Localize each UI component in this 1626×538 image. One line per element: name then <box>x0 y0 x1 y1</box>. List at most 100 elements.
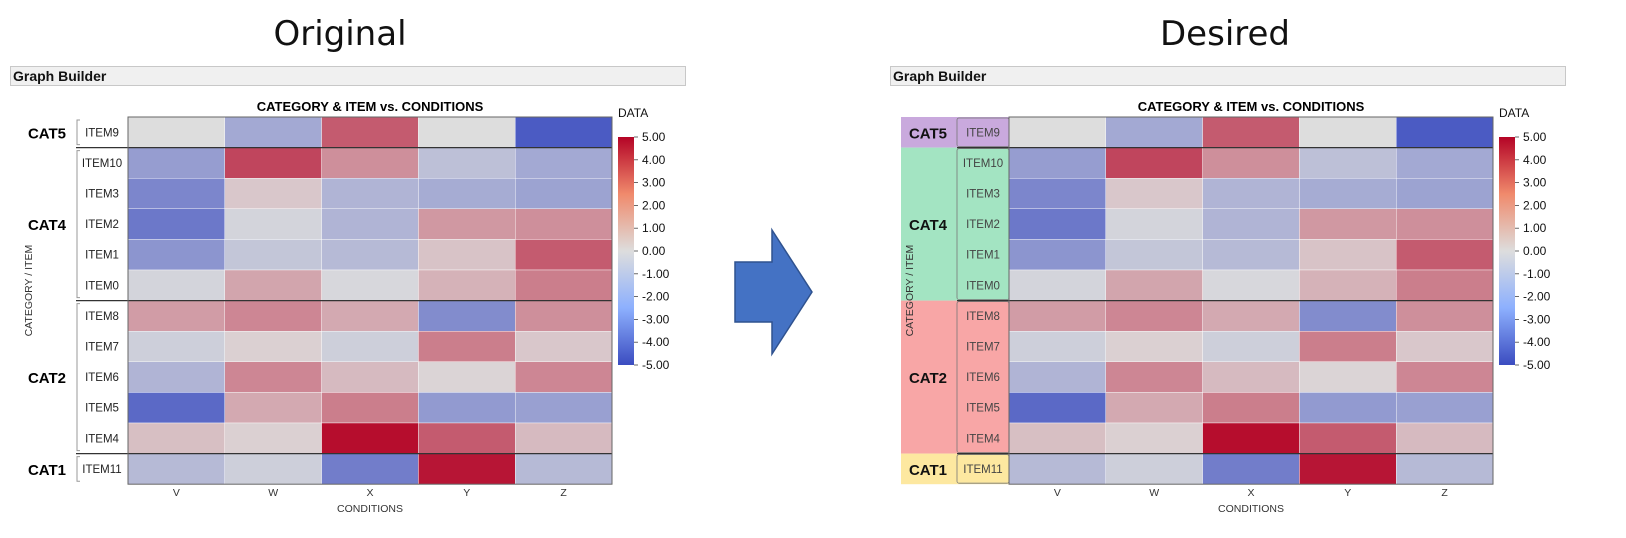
heat-cell[interactable] <box>1395 208 1494 240</box>
heat-cell[interactable] <box>418 300 516 332</box>
heat-cell[interactable] <box>1299 453 1397 485</box>
heat-cell[interactable] <box>127 208 226 240</box>
heat-cell[interactable] <box>321 453 419 485</box>
heat-cell[interactable] <box>418 453 516 485</box>
heat-cell[interactable] <box>1008 392 1107 424</box>
heat-cell[interactable] <box>1008 239 1107 271</box>
heat-cell[interactable] <box>1202 147 1300 179</box>
heat-cell[interactable] <box>1202 422 1300 454</box>
heat-cell[interactable] <box>321 300 419 332</box>
heat-cell[interactable] <box>1395 422 1494 454</box>
heat-cell[interactable] <box>1202 239 1300 271</box>
heat-cell[interactable] <box>127 116 226 148</box>
heat-cell[interactable] <box>127 239 226 271</box>
heat-cell[interactable] <box>224 239 322 271</box>
heat-cell[interactable] <box>1299 116 1397 148</box>
heat-cell[interactable] <box>1299 208 1397 240</box>
heat-cell[interactable] <box>127 392 226 424</box>
heat-cell[interactable] <box>1202 177 1300 209</box>
heat-cell[interactable] <box>1008 269 1107 301</box>
heat-cell[interactable] <box>418 331 516 363</box>
heat-cell[interactable] <box>224 269 322 301</box>
heat-cell[interactable] <box>1395 147 1494 179</box>
heat-cell[interactable] <box>418 116 516 148</box>
heat-cell[interactable] <box>224 300 322 332</box>
heat-cell[interactable] <box>1299 392 1397 424</box>
heat-cell[interactable] <box>1395 453 1494 485</box>
heat-cell[interactable] <box>1105 116 1203 148</box>
graph-builder-bar-original[interactable]: Graph Builder <box>10 66 686 86</box>
heat-cell[interactable] <box>418 422 516 454</box>
heat-cell[interactable] <box>224 422 322 454</box>
heat-cell[interactable] <box>1395 361 1494 393</box>
heat-cell[interactable] <box>418 361 516 393</box>
heat-cell[interactable] <box>127 300 226 332</box>
heat-cell[interactable] <box>418 147 516 179</box>
heat-cell[interactable] <box>1395 239 1494 271</box>
heat-cell[interactable] <box>1299 422 1397 454</box>
heat-cell[interactable] <box>1202 361 1300 393</box>
heat-cell[interactable] <box>418 177 516 209</box>
heat-cell[interactable] <box>515 392 613 424</box>
heat-cell[interactable] <box>224 116 322 148</box>
heat-cell[interactable] <box>1008 208 1107 240</box>
heat-cell[interactable] <box>1395 177 1494 209</box>
heat-cell[interactable] <box>321 392 419 424</box>
heat-cell[interactable] <box>1202 300 1300 332</box>
heat-cell[interactable] <box>1105 392 1203 424</box>
heat-cell[interactable] <box>1395 116 1494 148</box>
heat-cell[interactable] <box>127 331 226 363</box>
heat-cell[interactable] <box>1395 300 1494 332</box>
heat-cell[interactable] <box>515 422 613 454</box>
heat-cell[interactable] <box>515 147 613 179</box>
heat-cell[interactable] <box>1202 208 1300 240</box>
heat-cell[interactable] <box>127 422 226 454</box>
heat-cell[interactable] <box>515 269 613 301</box>
heat-cell[interactable] <box>1202 453 1300 485</box>
heat-cell[interactable] <box>418 269 516 301</box>
heat-cell[interactable] <box>1299 331 1397 363</box>
heat-cell[interactable] <box>127 147 226 179</box>
heat-cell[interactable] <box>1105 239 1203 271</box>
heat-cell[interactable] <box>321 177 419 209</box>
heat-cell[interactable] <box>515 453 613 485</box>
heat-cell[interactable] <box>224 177 322 209</box>
heat-cell[interactable] <box>224 453 322 485</box>
heat-cell[interactable] <box>1008 422 1107 454</box>
heat-cell[interactable] <box>127 177 226 209</box>
heat-cell[interactable] <box>224 208 322 240</box>
heat-cell[interactable] <box>418 239 516 271</box>
heat-cell[interactable] <box>1105 177 1203 209</box>
heat-cell[interactable] <box>321 331 419 363</box>
heat-cell[interactable] <box>1299 177 1397 209</box>
heat-cell[interactable] <box>1105 331 1203 363</box>
heat-cell[interactable] <box>127 269 226 301</box>
heat-cell[interactable] <box>224 361 322 393</box>
heat-cell[interactable] <box>515 331 613 363</box>
heat-cell[interactable] <box>1105 300 1203 332</box>
heat-cell[interactable] <box>321 422 419 454</box>
heat-cell[interactable] <box>418 208 516 240</box>
heat-cell[interactable] <box>515 208 613 240</box>
heat-cell[interactable] <box>224 331 322 363</box>
heat-cell[interactable] <box>321 239 419 271</box>
heat-cell[interactable] <box>127 361 226 393</box>
heat-cell[interactable] <box>1105 361 1203 393</box>
heat-cell[interactable] <box>1202 392 1300 424</box>
heat-cell[interactable] <box>515 177 613 209</box>
heat-cell[interactable] <box>224 147 322 179</box>
heat-cell[interactable] <box>321 208 419 240</box>
heat-cell[interactable] <box>1299 239 1397 271</box>
heat-cell[interactable] <box>418 392 516 424</box>
heat-cell[interactable] <box>1008 361 1107 393</box>
heat-cell[interactable] <box>127 453 226 485</box>
heat-cell[interactable] <box>224 392 322 424</box>
heat-cell[interactable] <box>1008 147 1107 179</box>
heat-cell[interactable] <box>1008 300 1107 332</box>
heat-cell[interactable] <box>515 239 613 271</box>
heat-cell[interactable] <box>1105 269 1203 301</box>
heat-cell[interactable] <box>1395 269 1494 301</box>
heat-cell[interactable] <box>1008 453 1107 485</box>
heat-cell[interactable] <box>1202 116 1300 148</box>
heat-cell[interactable] <box>321 116 419 148</box>
